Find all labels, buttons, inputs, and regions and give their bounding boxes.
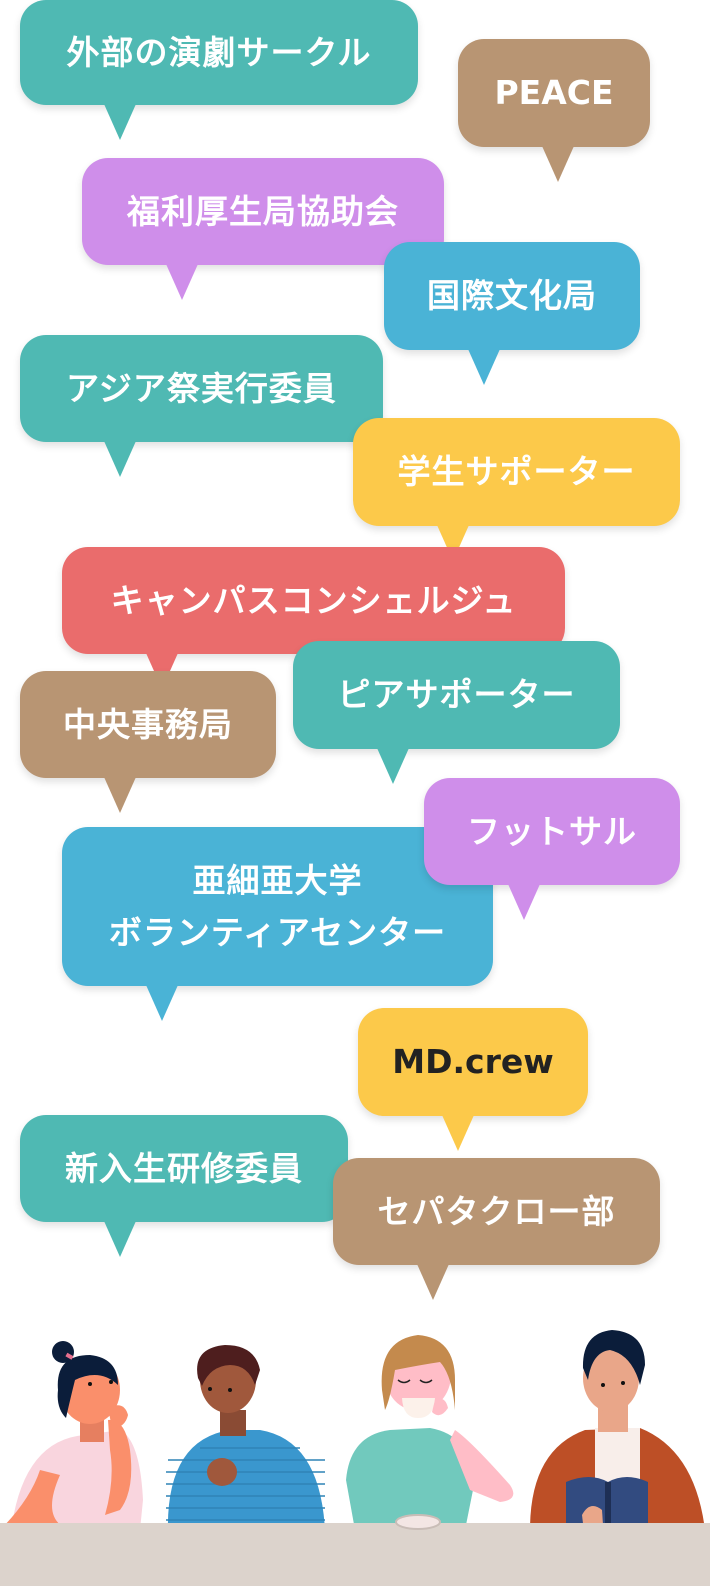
- bubble-tail: [542, 146, 574, 182]
- bubble-tail: [104, 104, 136, 140]
- bubble-label: 外部の演劇サークル: [66, 32, 372, 72]
- woman-drinking-tea-figure: [346, 1335, 514, 1530]
- speech-bubble-sepak-takraw-club: セパタクロー部: [333, 1158, 660, 1300]
- bubble-label: 国際文化局: [427, 276, 597, 315]
- speech-bubble-volunteer-center: 亜細亜大学 ボランティアセンター: [62, 827, 493, 1021]
- man-reading-book-figure: [530, 1330, 705, 1540]
- speech-bubble-student-supporter: 学生サポーター: [353, 418, 680, 561]
- bubble-tail: [468, 349, 500, 385]
- bubble-label-line-2: ボランティアセンター: [108, 912, 447, 952]
- bubble-label: 学生サポーター: [397, 452, 636, 491]
- bubble-tail: [104, 441, 136, 477]
- bubble-tail: [104, 1221, 136, 1257]
- bubble-label: PEACE: [494, 73, 614, 112]
- speech-bubble-international-culture: 国際文化局: [384, 242, 640, 385]
- bubble-label: ピアサポーター: [337, 675, 576, 714]
- man-striped-shirt-figure: [166, 1345, 325, 1556]
- bubble-tail: [166, 264, 198, 300]
- bubble-tail: [104, 777, 136, 813]
- speech-bubble-campus-concierge: キャンパスコンシェルジュ: [62, 547, 565, 689]
- bubble-tail: [442, 1115, 474, 1151]
- bubble-tail: [146, 985, 178, 1021]
- bubble-label: セパタクロー部: [377, 1191, 616, 1231]
- speech-bubble-md-crew: MD.crew: [358, 1008, 588, 1151]
- bubble-label: 福利厚生局協助会: [127, 191, 399, 231]
- table: [0, 1523, 710, 1586]
- speech-bubble-asia-festival-committee: アジア祭実行委員: [20, 335, 383, 477]
- bubble-tail: [377, 748, 409, 784]
- bubble-tail: [508, 884, 540, 920]
- bubble-label: キャンパスコンシェルジュ: [110, 580, 517, 620]
- speech-bubble-peace: PEACE: [458, 39, 650, 182]
- bubble-label: 中央事務局: [63, 704, 233, 744]
- bubble-tail: [417, 1264, 449, 1300]
- speech-bubble-peer-supporter: ピアサポーター: [293, 641, 620, 784]
- speech-bubble-central-office: 中央事務局: [20, 671, 276, 813]
- students-at-table-illustration: [0, 1330, 710, 1586]
- bubble-label-line-1: 亜細亜大学: [192, 860, 363, 900]
- speech-bubble-freshman-training-committee: 新入生研修委員: [20, 1115, 348, 1257]
- bubble-label: アジア祭実行委員: [66, 368, 337, 408]
- bubble-label: 新入生研修委員: [65, 1148, 303, 1188]
- speech-bubble-futsal: フットサル: [424, 778, 680, 920]
- bubble-label: MD.crew: [392, 1042, 554, 1081]
- speech-bubble-external-theater-circle: 外部の演劇サークル: [20, 0, 418, 140]
- saucer: [395, 1514, 441, 1530]
- speech-bubble-welfare-association: 福利厚生局協助会: [82, 158, 444, 300]
- bubble-label: フットサル: [467, 811, 637, 851]
